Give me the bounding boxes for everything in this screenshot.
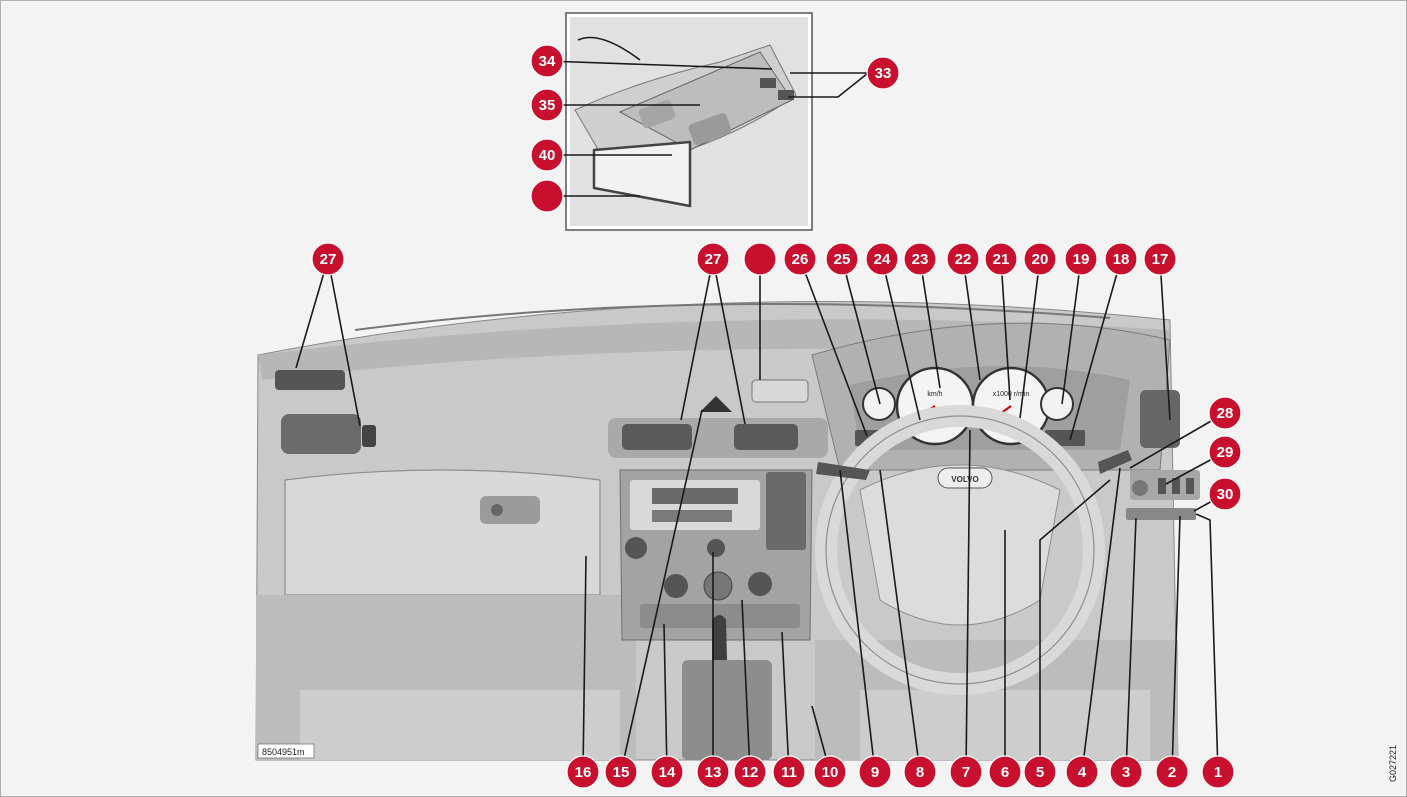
svg-text:26: 26 — [792, 251, 809, 268]
callout-7: 7 — [949, 755, 983, 789]
callout-29: 29 — [1208, 435, 1242, 469]
dashboard: km/h x1000 r/min VOLVO — [255, 301, 1200, 761]
brand-badge: VOLVO — [951, 475, 978, 484]
svg-text:34: 34 — [539, 53, 556, 70]
svg-text:27: 27 — [705, 251, 722, 268]
svg-text:33: 33 — [875, 65, 892, 82]
svg-text:21: 21 — [993, 251, 1010, 268]
callout-30: 30 — [1208, 477, 1242, 511]
svg-text:14: 14 — [659, 764, 676, 781]
overhead-console-inset — [565, 12, 813, 231]
callout-28: 28 — [1208, 396, 1242, 430]
callout-4: 4 — [1065, 755, 1099, 789]
callout-13: 13 — [696, 755, 730, 789]
rpm-label: x1000 r/min — [993, 391, 1030, 398]
svg-text:18: 18 — [1113, 251, 1130, 268]
callout-9: 9 — [858, 755, 892, 789]
svg-text:10: 10 — [822, 764, 839, 781]
callout-1: 1 — [1201, 755, 1235, 789]
image-ref-box — [257, 743, 315, 759]
callout-27-left: 27 — [311, 242, 345, 276]
callout-35 — [530, 179, 564, 213]
callout-16: 16 — [566, 755, 600, 789]
callout-25: 25 — [825, 242, 859, 276]
svg-text:16: 16 — [575, 764, 592, 781]
svg-text:3: 3 — [1122, 764, 1130, 781]
svg-text:35: 35 — [539, 97, 556, 114]
callout-31: 33 — [866, 56, 900, 90]
svg-text:24: 24 — [874, 251, 891, 268]
callout-23: 23 — [903, 242, 937, 276]
svg-text:28: 28 — [1217, 405, 1234, 422]
svg-text:2: 2 — [1168, 764, 1176, 781]
svg-text:30: 30 — [1217, 486, 1234, 503]
svg-text:1: 1 — [1214, 764, 1222, 781]
svg-text:15: 15 — [613, 764, 630, 781]
callout-5: 5 — [1023, 755, 1057, 789]
svg-text:27: 27 — [320, 251, 337, 268]
callout-24: 24 — [865, 242, 899, 276]
svg-text:23: 23 — [912, 251, 929, 268]
callout-19: 19 — [1064, 242, 1098, 276]
callout-2: 2 — [1155, 755, 1189, 789]
callout-8: 8 — [903, 755, 937, 789]
svg-text:40: 40 — [539, 147, 556, 164]
callout-12: 12 — [733, 755, 767, 789]
svg-text:19: 19 — [1073, 251, 1090, 268]
svg-text:13: 13 — [705, 764, 722, 781]
callout-14: 14 — [650, 755, 684, 789]
callout-27-center: 27 — [696, 242, 730, 276]
svg-text:12: 12 — [742, 764, 759, 781]
callout-10: 10 — [813, 755, 847, 789]
callout-32: 34 — [530, 44, 564, 78]
callout-40 — [743, 242, 777, 276]
svg-text:8: 8 — [916, 764, 924, 781]
svg-text:25: 25 — [834, 251, 851, 268]
svg-text:5: 5 — [1036, 764, 1044, 781]
callout-18: 18 — [1104, 242, 1138, 276]
svg-text:29: 29 — [1217, 444, 1234, 461]
svg-text:17: 17 — [1152, 251, 1169, 268]
callout-22: 22 — [946, 242, 980, 276]
image-ref-label: 8504951m — [262, 747, 305, 757]
kmh-label: km/h — [927, 391, 942, 398]
svg-text:9: 9 — [871, 764, 879, 781]
svg-text:11: 11 — [781, 764, 797, 781]
callout-34: 40 — [530, 138, 564, 172]
callout-3: 3 — [1109, 755, 1143, 789]
svg-text:22: 22 — [955, 251, 972, 268]
svg-text:4: 4 — [1078, 764, 1087, 781]
callout-21: 21 — [984, 242, 1018, 276]
leader-lines — [295, 60, 1226, 773]
callout-6: 6 — [988, 755, 1022, 789]
svg-text:6: 6 — [1001, 764, 1009, 781]
callout-20: 20 — [1023, 242, 1057, 276]
callout-26: 26 — [783, 242, 817, 276]
svg-text:20: 20 — [1032, 251, 1049, 268]
callout-33: 35 — [530, 88, 564, 122]
callouts: 34 33 35 40 27 27 26 25 24 23 22 21 20 1… — [311, 44, 1242, 789]
side-code-label: G027221 — [1388, 745, 1398, 782]
svg-text:7: 7 — [962, 764, 970, 781]
callout-15: 15 — [604, 755, 638, 789]
callout-11: 11 — [772, 755, 806, 789]
callout-17: 17 — [1143, 242, 1177, 276]
